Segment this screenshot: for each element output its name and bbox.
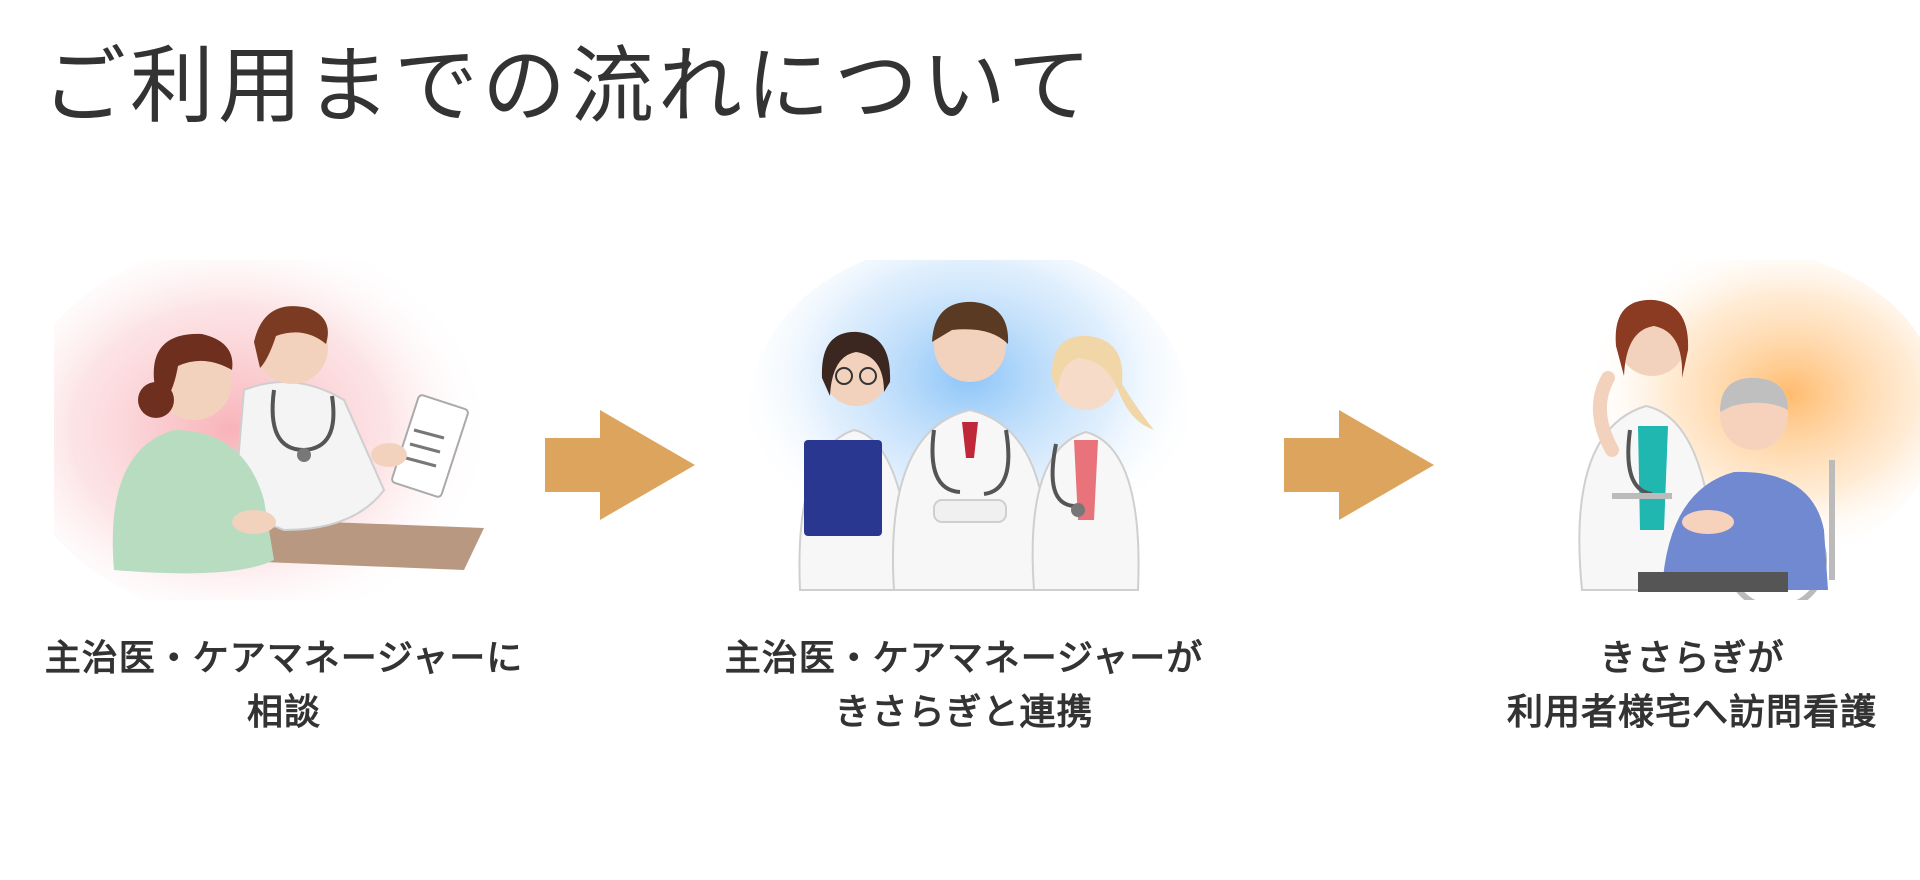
- arrow-right-icon: [1284, 410, 1434, 520]
- step-consult: 主治医・ケアマネージャーに 相談: [24, 260, 544, 740]
- step-home-visit-caption-line1: きさらぎが: [1599, 638, 1785, 679]
- step-consult-caption-line1: 主治医・ケアマネージャーに: [44, 638, 524, 679]
- arrow-right-icon: [545, 410, 695, 520]
- step-collaboration-caption-line1: 主治医・ケアマネージャーが: [724, 638, 1204, 679]
- step-consult-caption: 主治医・ケアマネージャーに 相談: [24, 632, 544, 740]
- consultation-illustration: [54, 260, 494, 600]
- medical-team-illustration: [749, 260, 1189, 591]
- step-consult-caption-line2: 相談: [246, 692, 321, 733]
- step-collaboration-caption: 主治医・ケアマネージャーが きさらぎと連携: [704, 632, 1224, 740]
- home-nursing-illustration: [1542, 260, 1920, 600]
- step-collaboration-caption-line2: きさらぎと連携: [834, 692, 1094, 733]
- page-title: ご利用までの流れについて: [42, 37, 1096, 135]
- step-home-visit-caption-line2: 利用者様宅へ訪問看護: [1506, 692, 1877, 733]
- step-home-visit-caption: きさらぎが 利用者様宅へ訪問看護: [1432, 632, 1920, 740]
- step-home-visit: きさらぎが 利用者様宅へ訪問看護: [1432, 260, 1920, 740]
- step-collaboration: 主治医・ケアマネージャーが きさらぎと連携: [704, 260, 1224, 740]
